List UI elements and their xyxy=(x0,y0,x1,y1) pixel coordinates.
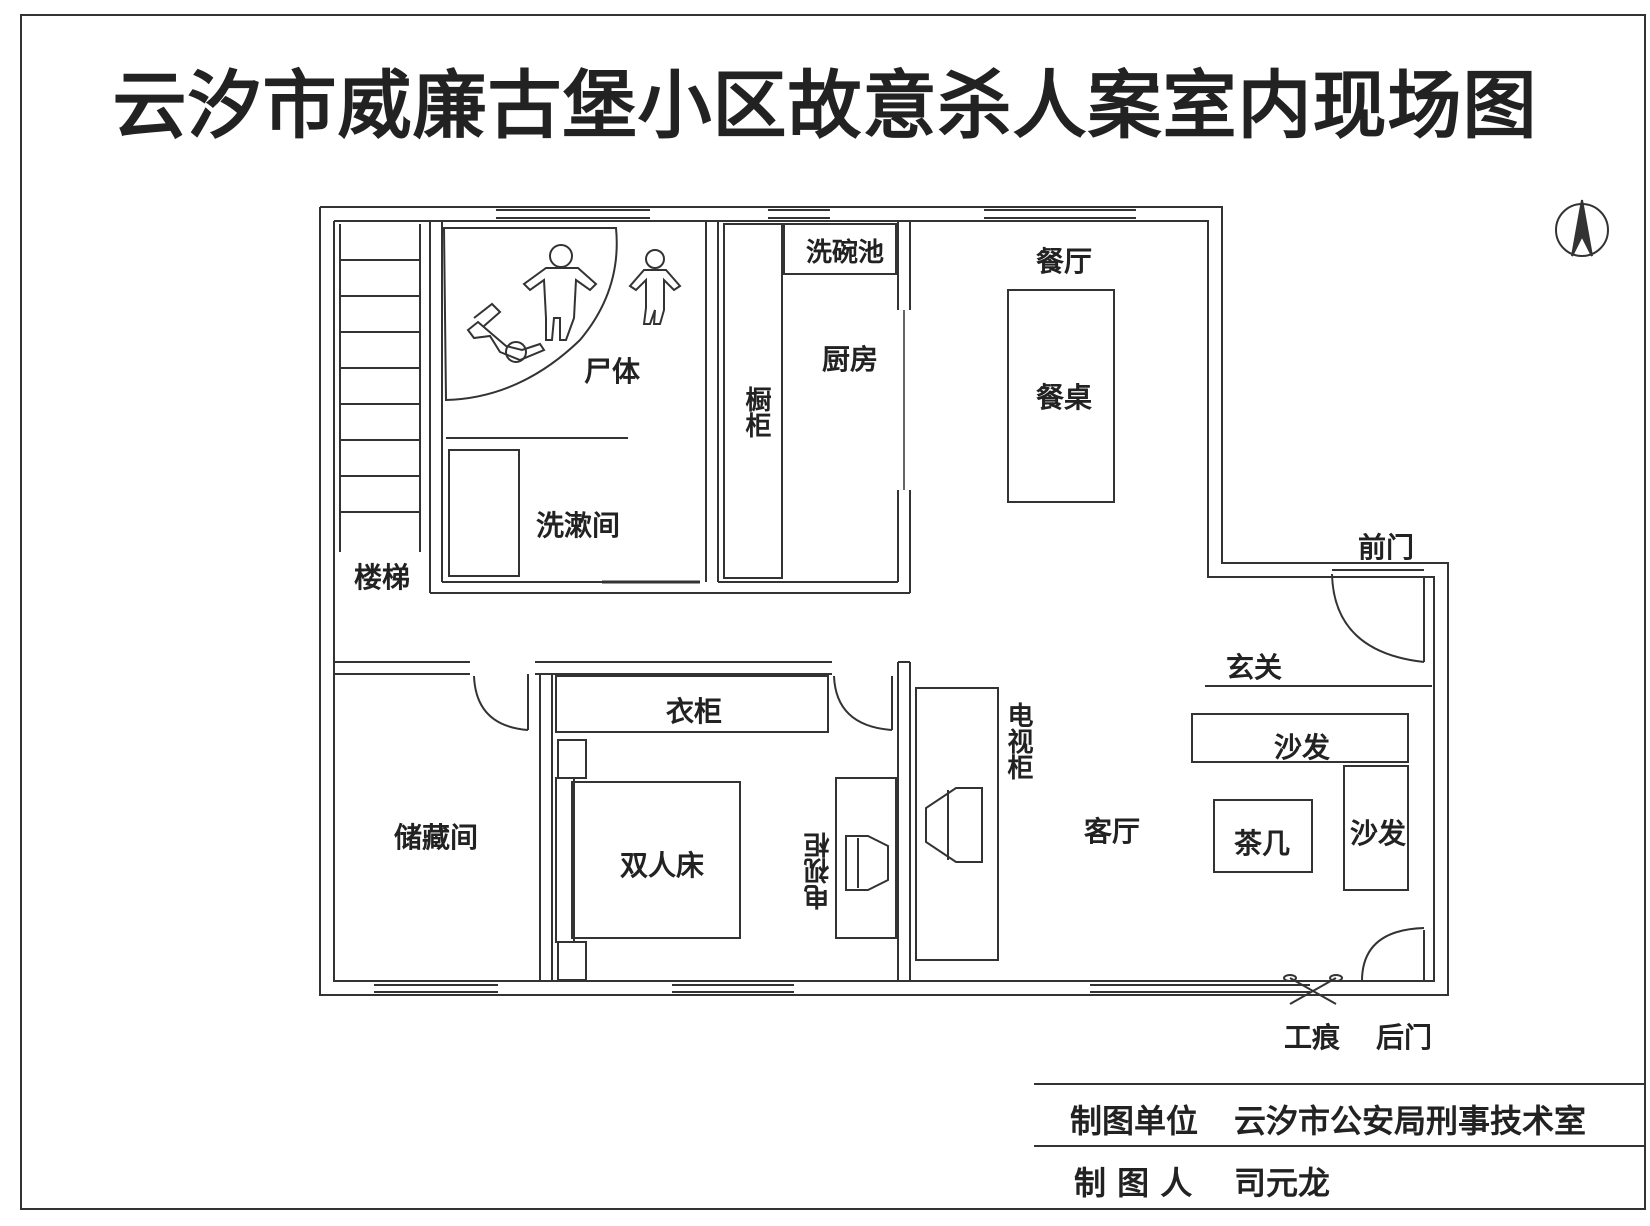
label-wardrobe: 衣柜 xyxy=(666,695,723,728)
interior-walls xyxy=(334,221,1432,981)
label-back-door: 后门 xyxy=(1376,1021,1433,1054)
drawing-frame xyxy=(20,14,1646,1210)
label-kitchen: 厨房 xyxy=(822,343,879,376)
label-tv-stand: 电视柜 xyxy=(1003,702,1033,780)
bedroom-tv-cabinet xyxy=(835,777,897,939)
footer-author-value: 司元龙 xyxy=(1234,1164,1331,1202)
footer-author-label: 制 图 人 xyxy=(1074,1164,1193,1202)
label-entrance: 玄关 xyxy=(1226,651,1283,684)
label-front-door: 前门 xyxy=(1358,531,1415,564)
kitchen-cabinet xyxy=(723,223,783,579)
label-tool-mark: 工痕 xyxy=(1284,1021,1341,1054)
label-dining-room: 餐厅 xyxy=(1036,245,1093,278)
tool-mark-icon xyxy=(1283,974,1343,1005)
label-sofa-side: 沙发 xyxy=(1350,817,1407,850)
stairs xyxy=(339,224,421,552)
label-dining-table: 餐桌 xyxy=(1036,381,1093,414)
dining-table xyxy=(1007,289,1115,503)
label-bedroom-tv-cabinet: 电视柜 xyxy=(804,832,834,910)
storage-door xyxy=(473,674,529,731)
label-tea-table: 茶几 xyxy=(1234,827,1291,860)
tea-table xyxy=(1213,799,1313,873)
label-bathroom: 洗漱间 xyxy=(536,509,621,542)
double-bed xyxy=(555,739,741,981)
body-outline-icon xyxy=(466,244,682,363)
back-door xyxy=(1361,927,1425,982)
tv-icon xyxy=(845,835,889,891)
label-cabinet: 橱柜 xyxy=(741,386,771,438)
label-double-bed: 双人床 xyxy=(620,849,705,882)
label-storage-room: 储藏间 xyxy=(394,821,479,854)
outer-walls xyxy=(319,206,1449,996)
bathtub xyxy=(442,227,618,402)
bedroom-door xyxy=(833,675,893,731)
footer-unit-label: 制图单位 xyxy=(1070,1102,1199,1140)
kitchen-sink xyxy=(783,223,897,275)
label-stairs: 楼梯 xyxy=(354,561,411,594)
footer-unit-value: 云汐市公安局刑事技术室 xyxy=(1234,1102,1587,1140)
drawing-title: 云汐市威廉古堡小区故意杀人案室内现场图 xyxy=(112,63,1538,149)
sofa-long xyxy=(1191,713,1409,763)
sofa-side xyxy=(1343,765,1409,891)
bathroom-cabinet xyxy=(448,449,520,577)
label-body: 尸体 xyxy=(584,355,641,388)
tv-icon xyxy=(925,787,983,863)
wardrobe xyxy=(555,675,829,733)
tv-stand xyxy=(915,687,999,961)
north-arrow-icon xyxy=(1555,199,1609,257)
label-sink: 洗碗池 xyxy=(806,238,885,268)
footer-rules xyxy=(1034,1083,1644,1147)
label-sofa-long: 沙发 xyxy=(1274,731,1331,764)
windows xyxy=(374,209,1310,993)
label-living-room: 客厅 xyxy=(1084,815,1141,848)
front-door xyxy=(1331,569,1425,663)
